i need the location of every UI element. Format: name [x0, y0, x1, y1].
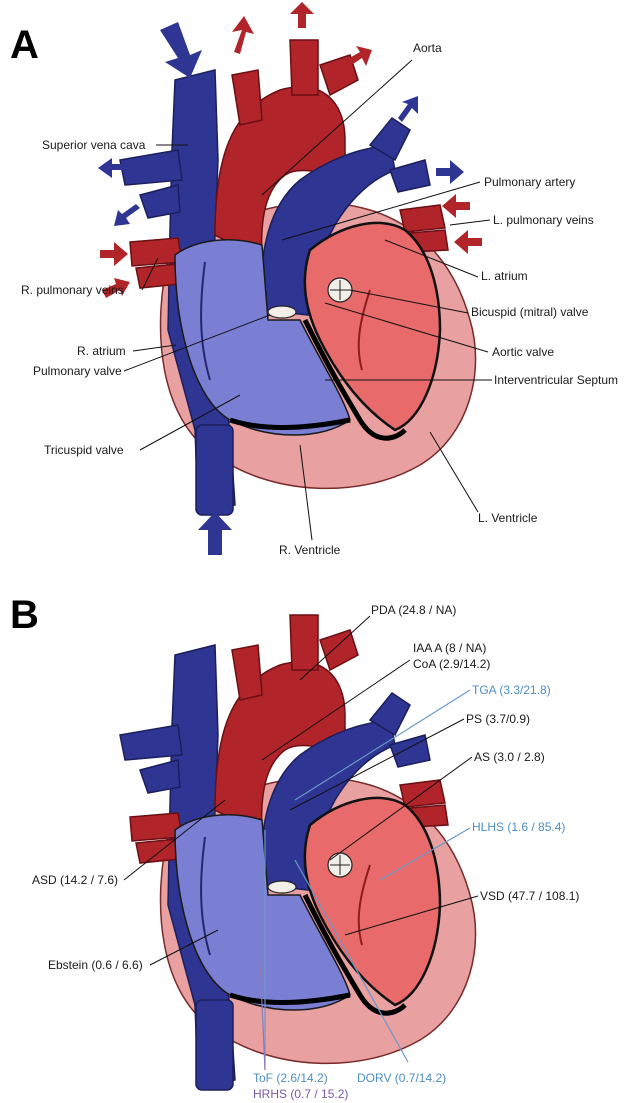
label-pda: PDA (24.8 / NA)	[371, 603, 456, 617]
ivc-inflow-arrow-icon	[198, 512, 232, 555]
label-ps: PS (3.7/0.9)	[466, 712, 530, 726]
l-pulmonary-inflow-arrow-icon	[442, 194, 470, 218]
svc-inflow-arrow-icon	[160, 22, 202, 78]
aorta-outflow-arrow-icon	[290, 2, 314, 28]
label-bicuspid-valve: Bicuspid (mitral) valve	[471, 305, 589, 319]
label-iaa: IAA A (8 / NA)	[413, 641, 486, 655]
panel-b-letter: B	[10, 593, 39, 637]
pulmonary-outflow-arrow-icon	[436, 160, 464, 184]
label-l-pulmonary-veins: L. pulmonary veins	[493, 213, 594, 227]
label-coa: CoA (2.9/14.2)	[413, 657, 490, 671]
label-tricuspid-valve: Tricuspid valve	[44, 443, 124, 457]
label-as: AS (3.0 / 2.8)	[474, 750, 545, 764]
label-asd: ASD (14.2 / 7.6)	[32, 873, 118, 887]
label-l-ventricle: L. Ventricle	[478, 511, 538, 525]
label-tof: ToF (2.6/14.2)	[253, 1071, 328, 1085]
label-r-atrium: R. atrium	[77, 344, 126, 358]
panel-b-heart-illustration	[120, 615, 476, 1090]
label-aorta: Aorta	[413, 41, 442, 55]
label-dorv: DORV (0.7/14.2)	[357, 1071, 446, 1085]
pulmonary-outflow-arrow-icon	[398, 96, 418, 122]
label-hrhs: HRHS (0.7 / 15.2)	[253, 1087, 348, 1101]
label-ebstein: Ebstein (0.6 / 6.6)	[48, 958, 143, 972]
label-superior-vena-cava: Superior vena cava	[42, 138, 146, 152]
panel-a-heart-illustration	[120, 40, 476, 515]
r-pulmonary-inflow-arrow-icon	[100, 242, 128, 266]
l-pulmonary-inflow-arrow-icon	[454, 230, 482, 254]
svc-branch-arrow-icon	[114, 204, 140, 226]
label-vsd: VSD (47.7 / 108.1)	[480, 889, 579, 903]
label-pulmonary-artery: Pulmonary artery	[484, 175, 575, 189]
label-r-ventricle: R. Ventricle	[279, 543, 341, 557]
label-r-pulmonary-veins: R. pulmonary veins	[21, 283, 124, 297]
label-aortic-valve: Aortic valve	[492, 345, 554, 359]
label-pulmonary-valve: Pulmonary valve	[33, 364, 122, 378]
label-hlhs: HLHS (1.6 / 85.4)	[472, 820, 565, 834]
aorta-outflow-arrow-icon	[232, 16, 254, 54]
label-interventricular-septum: Interventricular Septum	[494, 373, 618, 387]
label-tga: TGA (3.3/21.8)	[472, 683, 551, 697]
panel-a-letter: A	[10, 23, 39, 67]
label-l-atrium: L. atrium	[481, 269, 528, 283]
